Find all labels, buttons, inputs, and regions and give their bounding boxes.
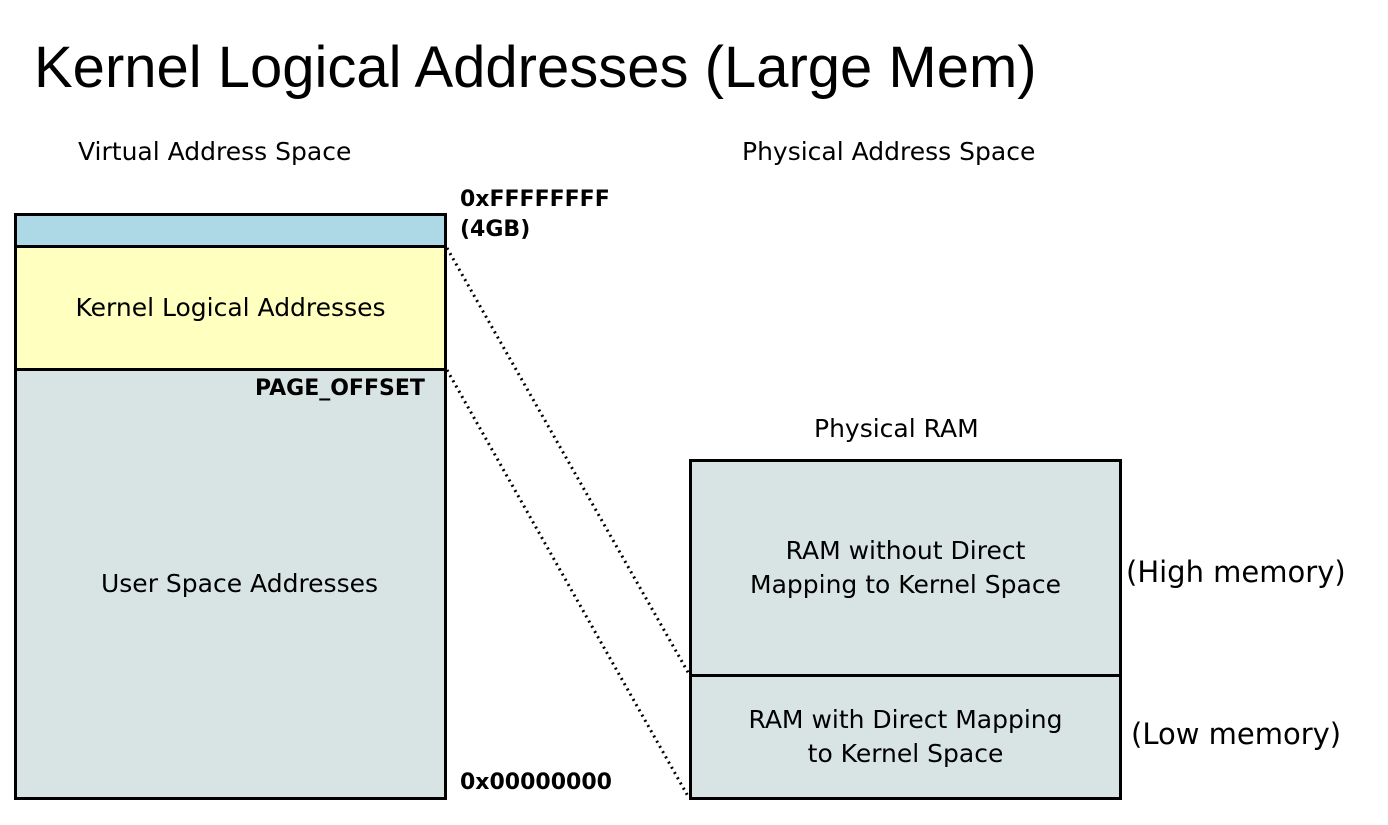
physical-address-space-header: Physical Address Space [742,137,1036,166]
address-top-size-label: (4GB) [460,217,531,242]
high-memory-side-label: (High memory) [1126,555,1346,589]
mapping-line-bottom [445,369,691,799]
page-offset-label: PAGE_OFFSET [255,376,425,401]
low-memory-line2: to Kernel Space [807,739,1004,768]
kernel-logical-addresses-region: Kernel Logical Addresses [14,245,447,371]
address-top-label: 0xFFFFFFFF [460,187,610,212]
high-memory-line2: Mapping to Kernel Space [750,570,1061,599]
virtual-address-space-header: Virtual Address Space [78,137,352,166]
physical-ram-label: Physical RAM [814,414,979,443]
user-space-addresses-label: User Space Addresses [100,569,379,598]
low-memory-side-label: (Low memory) [1131,717,1342,751]
slide-title: Kernel Logical Addresses (Large Mem) [34,35,1037,100]
low-memory-region: RAM with Direct Mapping to Kernel Space [689,674,1122,800]
user-space-addresses-region: User Space Addresses [14,368,447,800]
kernel-logical-addresses-label: Kernel Logical Addresses [75,293,386,322]
low-memory-line1: RAM with Direct Mapping [748,705,1063,734]
address-bottom-label: 0x00000000 [460,770,612,795]
mapping-line-top [445,247,691,675]
high-memory-line1: RAM without Direct [785,536,1026,565]
